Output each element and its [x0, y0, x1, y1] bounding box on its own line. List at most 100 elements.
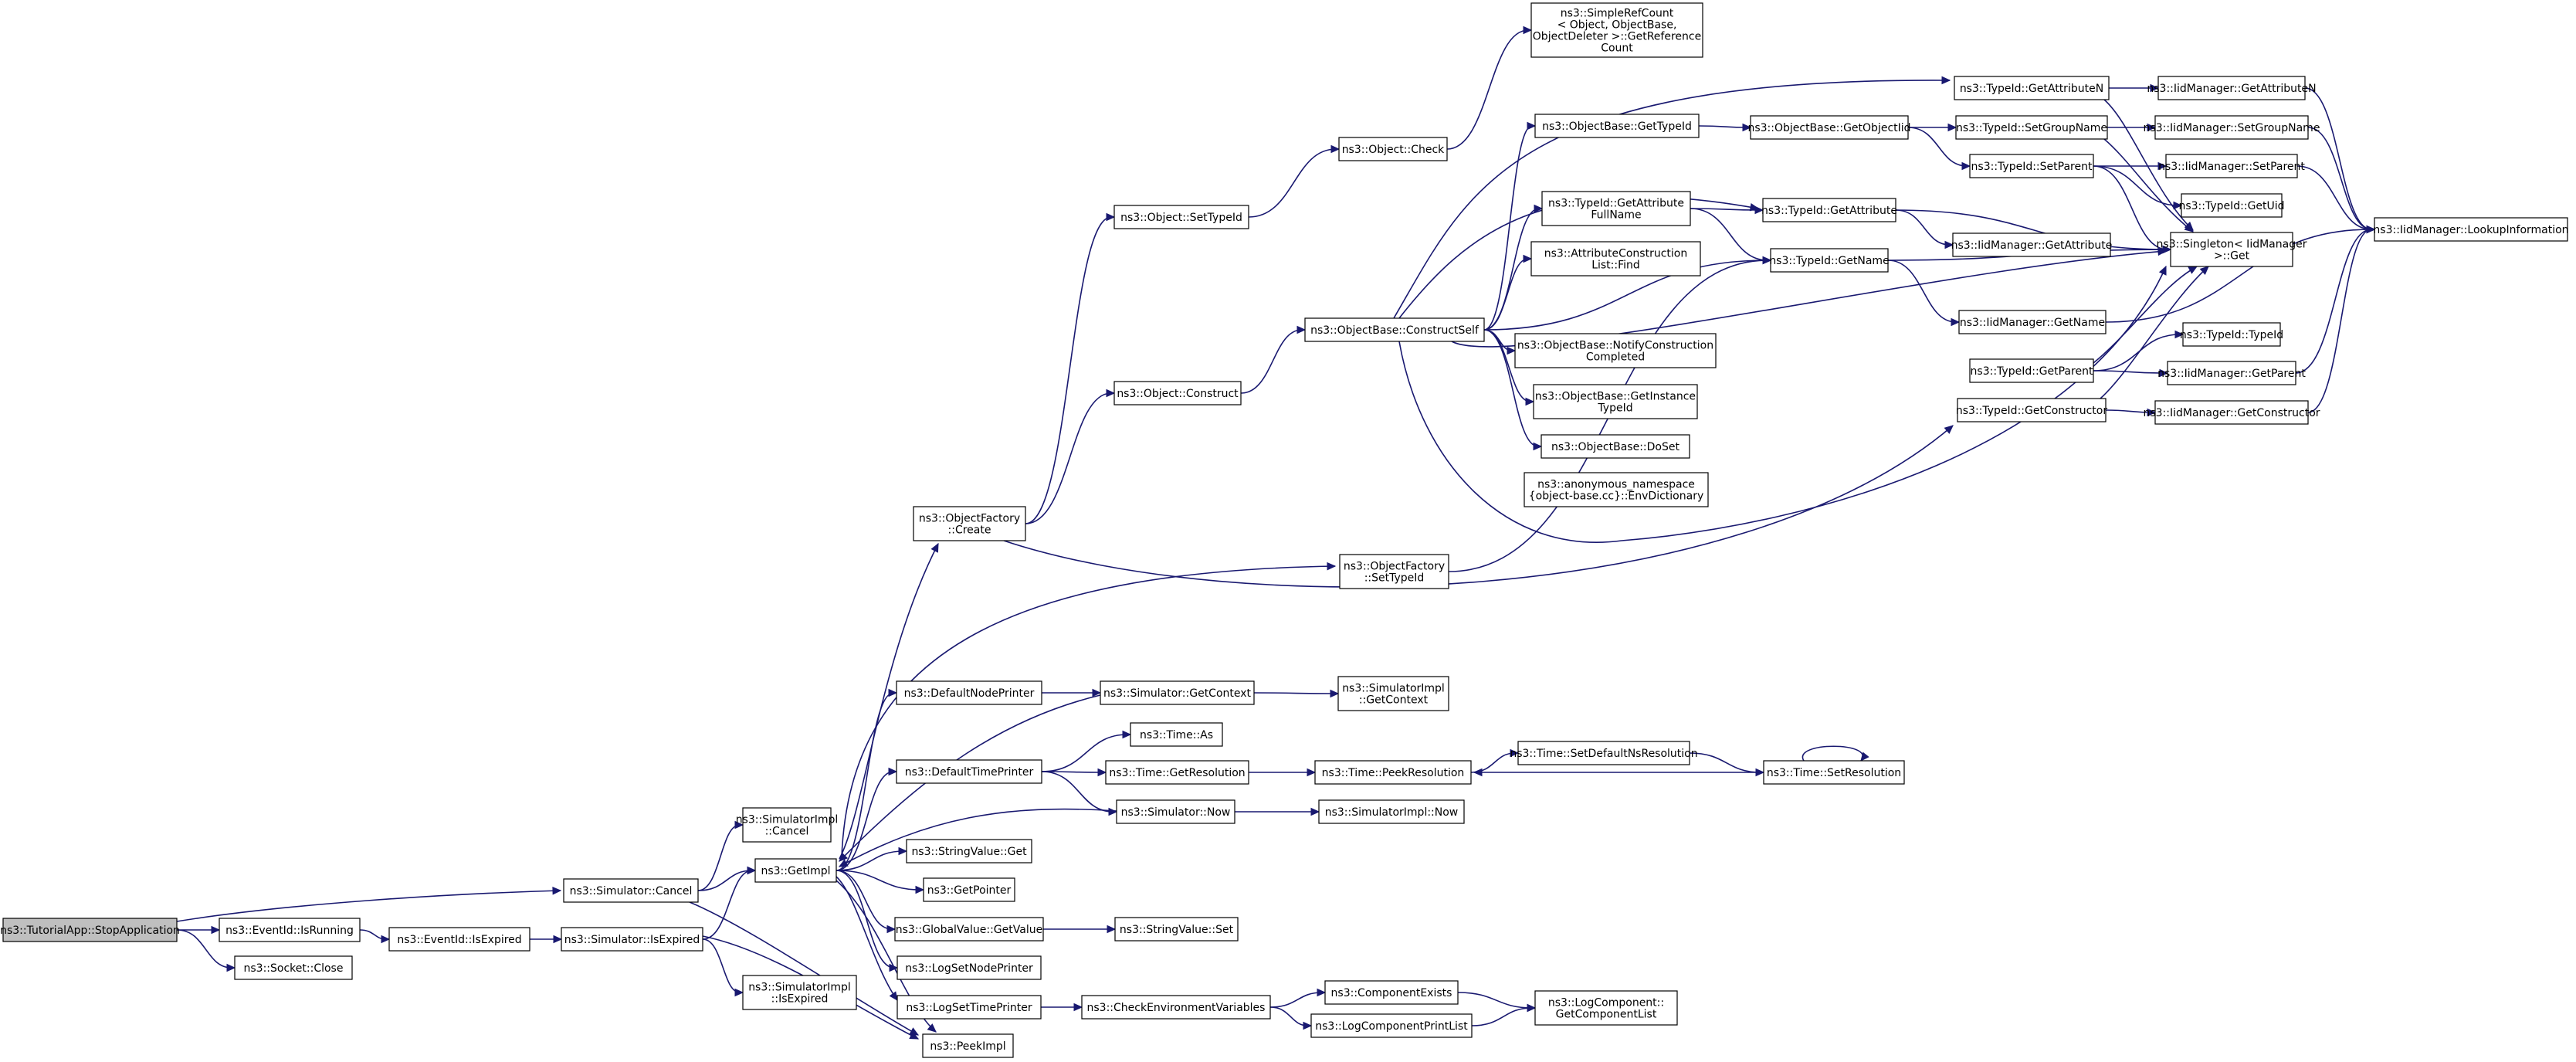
- node-obdoset[interactable]: ns3::ObjectBase::DoSet: [1541, 434, 1690, 459]
- node-label: ns3::ObjectBase::ConstructSelf: [1310, 324, 1480, 337]
- node-logcompgetlist[interactable]: ns3::LogComponent::GetComponentList: [1534, 990, 1678, 1026]
- node-deftimeprinter[interactable]: ns3::DefaultTimePrinter: [896, 759, 1042, 784]
- node-simimplnow[interactable]: ns3::SimulatorImpl::Now: [1318, 799, 1465, 824]
- node-timepeekres[interactable]: ns3::Time::PeekResolution: [1314, 760, 1472, 785]
- node-label: ns3::ObjectFactory: [1344, 561, 1445, 573]
- edge-iidgetctor-to-iidlookup: [2307, 225, 2376, 413]
- edge-line: [1025, 216, 1112, 524]
- node-tidsetgroup[interactable]: ns3::TypeId::SetGroupName: [1955, 115, 2108, 140]
- node-tidtypeid[interactable]: ns3::TypeId::TypeId: [2180, 322, 2283, 347]
- node-logsetnode[interactable]: ns3::LogSetNodePrinter: [897, 955, 1042, 980]
- node-simgetcontext[interactable]: ns3::Simulator::GetContext: [1100, 680, 1255, 705]
- edge-arrowhead: [2157, 161, 2168, 171]
- node-gvgetvalue[interactable]: ns3::GlobalValue::GetValue: [894, 917, 1044, 942]
- node-iidgetattr[interactable]: ns3::IidManager::GetAttribute: [1951, 232, 2113, 257]
- edge-line: [2103, 138, 2194, 232]
- node-obconstructself[interactable]: ns3::ObjectBase::ConstructSelf: [1304, 317, 1485, 342]
- node-iidgetname[interactable]: ns3::IidManager::GetName: [1958, 310, 2107, 334]
- node-obgetobjtid[interactable]: ns3::ObjectBase::GetObjectIid: [1747, 115, 1911, 140]
- node-iidsetgroup[interactable]: ns3::IidManager::SetGroupName: [2144, 115, 2320, 140]
- node-stopapp[interactable]: ns3::TutorialApp::StopApplication: [0, 918, 180, 942]
- node-tidgetname[interactable]: ns3::TypeId::GetName: [1769, 248, 1890, 273]
- node-box: [1533, 384, 1698, 419]
- node-checkenv[interactable]: ns3::CheckEnvironmentVariables: [1081, 995, 1271, 1020]
- node-defnodeprinter[interactable]: ns3::DefaultNodePrinter: [896, 680, 1042, 705]
- edge-arrowhead: [1296, 325, 1307, 334]
- node-label: ns3::Time::SetResolution: [1767, 767, 1901, 779]
- edge-line: [1895, 209, 1951, 246]
- node-getimpl[interactable]: ns3::GetImpl: [754, 858, 837, 883]
- node-ofcreate[interactable]: ns3::ObjectFactory::Create: [913, 506, 1026, 541]
- edge-obgettypeid-to-obgetobjtid: [1698, 123, 1752, 132]
- node-box: [234, 955, 353, 980]
- edge-line: [836, 692, 894, 871]
- node-tidgetattrn[interactable]: ns3::TypeId::GetAttributeN: [1954, 76, 2110, 100]
- node-tidgetparent[interactable]: ns3::TypeId::GetParent: [1969, 358, 2094, 383]
- node-strvalset[interactable]: ns3::StringValue::Set: [1114, 917, 1239, 942]
- node-tidgetctor[interactable]: ns3::TypeId::GetConstructor: [1956, 398, 2107, 422]
- node-label: ns3::StringValue::Get: [911, 846, 1027, 858]
- node-strvalget[interactable]: ns3::StringValue::Get: [906, 839, 1032, 864]
- node-timegetres[interactable]: ns3::Time::GetResolution: [1105, 760, 1249, 785]
- edge-obconstructself-to-obdoset: [1483, 329, 1543, 451]
- node-simcancel[interactable]: ns3::Simulator::Cancel: [563, 878, 699, 903]
- node-box: [1318, 799, 1465, 824]
- edge-obgetobjtid-to-tidsetparent: [1907, 127, 1971, 171]
- node-simnow[interactable]: ns3::Simulator::Now: [1116, 799, 1235, 824]
- node-iidgetctor[interactable]: ns3::IidManager::GetConstructor: [2143, 400, 2320, 425]
- node-simisexpired[interactable]: ns3::Simulator::IsExpired: [561, 927, 703, 952]
- node-isrunning[interactable]: ns3::EventId::IsRunning: [219, 918, 361, 942]
- node-timesetdefns[interactable]: ns3::Time::SetDefaultNsResolution: [1510, 741, 1698, 765]
- node-tidgetattr[interactable]: ns3::TypeId::GetAttribute: [1761, 198, 1897, 222]
- edge-arrowhead: [2147, 408, 2157, 417]
- node-tidgetuid[interactable]: ns3::TypeId::GetUid: [2178, 193, 2285, 218]
- node-box: [1130, 722, 1223, 747]
- node-objsettypeid[interactable]: ns3::Object::SetTypeId: [1113, 205, 1249, 229]
- edge-line: [1907, 127, 1968, 167]
- node-envdict[interactable]: ns3::anonymous_namespace{object-base.cc}…: [1524, 472, 1709, 507]
- node-singletonget[interactable]: ns3::Singleton< IidManager>::Get: [2157, 232, 2307, 267]
- node-obgettypeid[interactable]: ns3::ObjectBase::GetTypeId: [1534, 114, 1700, 138]
- node-objcheck[interactable]: ns3::Object::Check: [1338, 137, 1448, 161]
- edge-simgetcontext-to-getimpl: [839, 694, 1101, 862]
- edge-line: [176, 929, 232, 969]
- edge-timesetres-to-timesetres: [1802, 745, 1869, 762]
- node-objconstruct[interactable]: ns3::Object::Construct: [1113, 381, 1242, 405]
- node-iidgetattrn[interactable]: ns3::IidManager::GetAttributeN: [2147, 76, 2317, 100]
- node-evisexpired[interactable]: ns3::EventId::IsExpired: [388, 927, 530, 952]
- node-logcompprint[interactable]: ns3::LogComponentPrintList: [1310, 1013, 1473, 1038]
- node-simplerefcount[interactable]: ns3::SimpleRefCount< Object, ObjectBase,…: [1530, 2, 1703, 58]
- node-box: [922, 1033, 1014, 1058]
- node-compexists[interactable]: ns3::ComponentExists: [1324, 980, 1459, 1005]
- edge-getimpl-to-defnodeprinter: [836, 688, 898, 871]
- node-timesetres[interactable]: ns3::Time::SetResolution: [1763, 760, 1905, 785]
- node-iidsetparent[interactable]: ns3::IidManager::SetParent: [2158, 154, 2305, 178]
- edge-arrowhead: [888, 767, 898, 776]
- node-label: GetComponentList: [1556, 1009, 1657, 1021]
- node-label: FullName: [1591, 209, 1641, 222]
- node-simimplcancel[interactable]: ns3::SimulatorImpl::Cancel: [736, 807, 839, 843]
- node-peekimpl[interactable]: ns3::PeekImpl: [922, 1033, 1014, 1058]
- node-ofsettypeid[interactable]: ns3::ObjectFactory::SetTypeId: [1339, 554, 1449, 589]
- node-logsettime[interactable]: ns3::LogSetTimePrinter: [897, 995, 1042, 1020]
- edge-tidsetparent-to-tidgetuid: [2093, 165, 2183, 210]
- node-sockclose[interactable]: ns3::Socket::Close: [234, 955, 353, 980]
- node-label: ns3::Object::Construct: [1117, 388, 1239, 400]
- node-obnotify[interactable]: ns3::ObjectBase::NotifyConstructionCompl…: [1514, 333, 1717, 368]
- node-getpointer[interactable]: ns3::GetPointer: [923, 877, 1015, 902]
- node-tidsetparent[interactable]: ns3::TypeId::SetParent: [1969, 154, 2094, 178]
- node-box: [1770, 248, 1889, 273]
- node-iidlookup[interactable]: ns3::IidManager::LookupInformation: [2373, 217, 2569, 242]
- node-iidgetparent[interactable]: ns3::IidManager::GetParent: [2157, 361, 2306, 385]
- node-box: [563, 878, 699, 903]
- node-simimplgetcontext[interactable]: ns3::SimulatorImpl::GetContext: [1337, 676, 1449, 711]
- edge-line: [1470, 752, 1516, 773]
- node-box: [1955, 115, 2108, 140]
- node-simimplisexpired[interactable]: ns3::SimulatorImpl::IsExpired: [742, 975, 857, 1010]
- node-timeas[interactable]: ns3::Time::As: [1130, 722, 1223, 747]
- edge-tidsetgroup-to-iidsetgroup: [2107, 123, 2157, 132]
- node-label: ns3::TypeId::GetConstructor: [1956, 405, 2107, 417]
